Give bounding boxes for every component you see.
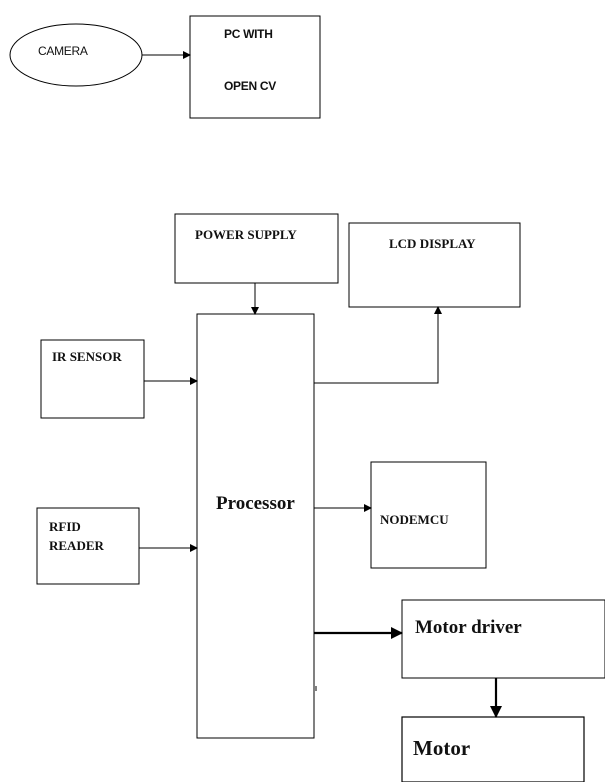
processor-node (196, 313, 315, 739)
rfid-label-line1: RFID (49, 519, 81, 534)
pc-label-line2: OPEN CV (224, 79, 276, 93)
pc-node (189, 15, 321, 119)
pc-label-line1: PC WITH (224, 27, 273, 41)
nodemcu-node (370, 461, 487, 569)
motor-driver-node (401, 599, 605, 679)
rfid-label-line2: READER (49, 538, 104, 553)
motor-label: Motor (413, 736, 471, 760)
power-supply-label: POWER SUPPLY (195, 227, 297, 242)
power-supply-node (174, 213, 339, 284)
nodemcu-label: NODEMCU (380, 512, 449, 527)
processor-label: Processor (216, 493, 295, 514)
rfid-reader-node (36, 507, 140, 585)
edge-processor-lcd (314, 306, 442, 384)
ir-sensor-node (40, 339, 145, 419)
lcd-display-label: LCD DISPLAY (389, 236, 476, 251)
motor-driver-label: Motor driver (415, 617, 522, 638)
motor-node (401, 716, 585, 782)
ir-sensor-label: IR SENSOR (52, 349, 122, 364)
camera-label: CAMERA (38, 44, 88, 58)
